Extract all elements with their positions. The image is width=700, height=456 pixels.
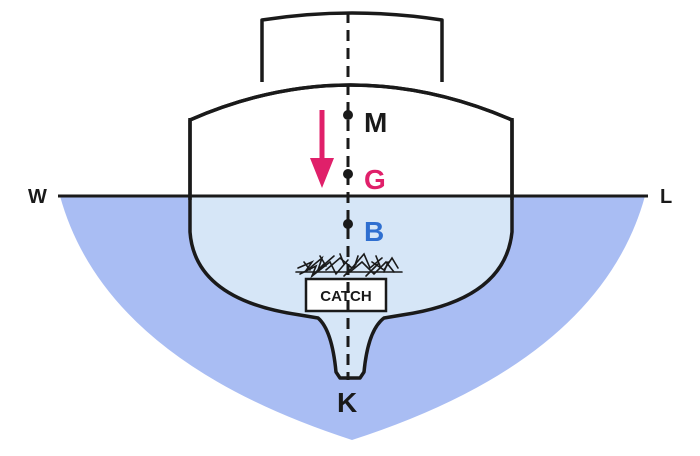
metacenter-label: M: [364, 107, 387, 138]
waterline-left-label: W: [28, 186, 47, 208]
catch-box: [304, 277, 388, 313]
metacenter-point: [343, 110, 353, 120]
gravity-arrow-head: [310, 158, 334, 188]
superstructure: [260, 11, 444, 82]
keel-label: K: [337, 387, 357, 418]
hull-deck-line: [189, 83, 513, 122]
waterline-right-label: L: [660, 186, 672, 208]
buoyancy-label: B: [364, 216, 384, 247]
catch-label: CATCH: [320, 288, 371, 305]
gravity-point: [343, 169, 353, 179]
hull-above-water: [192, 87, 510, 194]
gravity-label: G: [364, 164, 386, 195]
buoyancy-point: [343, 219, 353, 229]
